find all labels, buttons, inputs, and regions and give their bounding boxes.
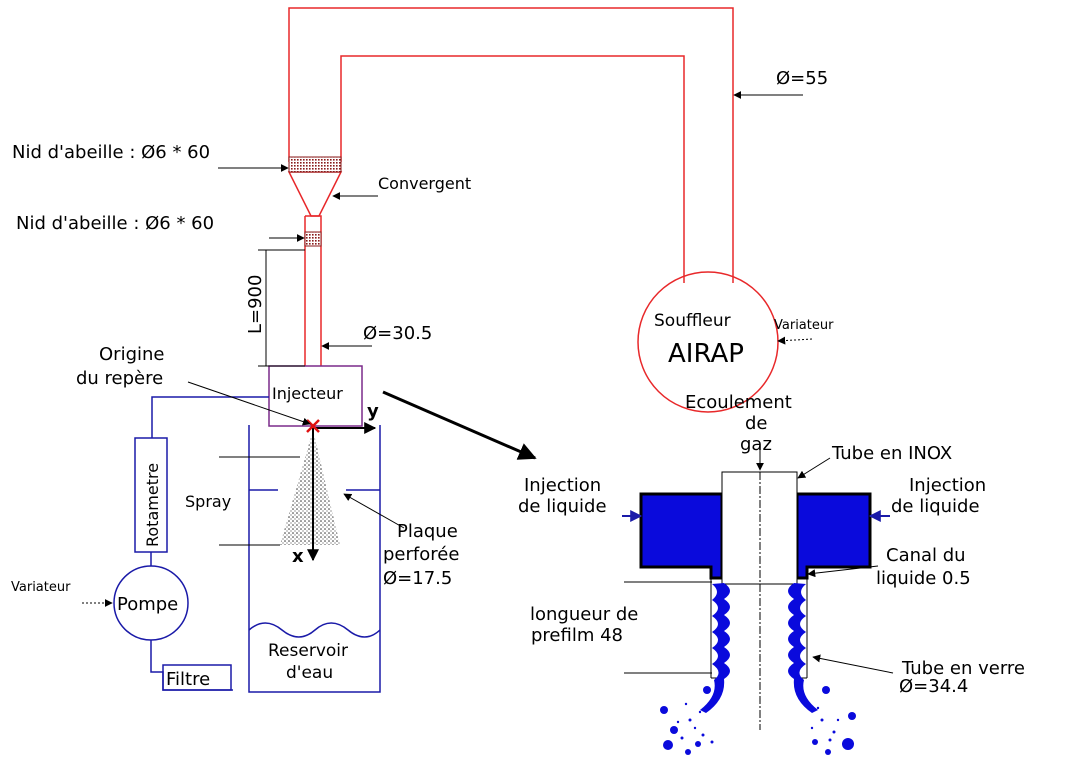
label-diam-55: Ø=55: [776, 68, 828, 89]
label-nid-2: Nid d'abeille : Ø6 * 60: [16, 213, 214, 234]
honeycomb-1: [288, 156, 342, 173]
variateur-souffleur-arrow: [777, 336, 813, 345]
water-line-top: [151, 396, 269, 438]
label-injection-right-2: de liquide: [891, 496, 980, 517]
detail-view: [622, 445, 894, 755]
label-tube-inox: Tube en INOX: [831, 443, 952, 464]
air-duct-outer: [288, 7, 734, 283]
injector-box: [268, 365, 363, 427]
zoom-arrow: [382, 390, 537, 460]
label-longueur-1: longueur de: [530, 604, 638, 625]
text-labels: Nid d'abeille : Ø6 * 60 Nid d'abeille : …: [11, 68, 1025, 697]
label-reservoir-2: d'eau: [286, 663, 333, 683]
film-left: [700, 583, 730, 713]
leader-lines: [187, 91, 803, 546]
label-canal-2: liquide 0.5: [876, 568, 971, 589]
label-ecoulement-1: Ecoulement: [685, 392, 792, 413]
label-injection-left-1: Injection: [524, 475, 601, 496]
label-longueur-2: prefilm 48: [531, 625, 623, 646]
label-plaque-2: perforée: [383, 544, 459, 565]
droplets-left: [660, 686, 714, 755]
label-airap: AIRAP: [668, 339, 744, 369]
water-circuit: [113, 396, 381, 693]
spray-cone: [280, 430, 340, 545]
label-origine-2: du repère: [76, 368, 163, 389]
label-length: L=900: [245, 275, 266, 334]
droplets-right: [810, 686, 856, 755]
label-variateur-pompe: Variateur: [11, 580, 71, 595]
label-plaque-1: Plaque: [397, 521, 458, 542]
label-injecteur: Injecteur: [272, 384, 343, 403]
label-nid-1: Nid d'abeille : Ø6 * 60: [12, 142, 210, 163]
film-right: [788, 583, 818, 713]
label-axis-y: y: [367, 401, 379, 422]
reservoir-tank: [248, 425, 381, 693]
label-axis-x: x: [292, 546, 304, 567]
label-rotametre: Rotametre: [143, 463, 162, 547]
label-spray: Spray: [185, 492, 231, 511]
label-origine-1: Origine: [99, 344, 164, 365]
air-duct-inner: [340, 55, 685, 283]
glass-tube: [710, 578, 808, 678]
convergent-cone: [287, 171, 343, 217]
label-diam-305: Ø=30.5: [363, 323, 432, 344]
label-reservoir-1: Reservoir: [268, 641, 348, 661]
label-filtre: Filtre: [166, 669, 210, 690]
label-convergent: Convergent: [378, 174, 471, 193]
liquid-chamber-left: [639, 492, 724, 580]
label-canal-1: Canal du: [886, 545, 966, 566]
label-ecoulement-2: de: [745, 413, 768, 434]
liquid-chamber-right: [795, 492, 872, 580]
label-injection-right-1: Injection: [909, 475, 986, 496]
label-pompe: Pompe: [117, 594, 178, 615]
label-tube-verre-1: Tube en verre: [901, 658, 1025, 679]
label-injection-left-2: de liquide: [518, 496, 607, 517]
label-ecoulement-3: gaz: [740, 434, 772, 455]
label-plaque-3: Ø=17.5: [383, 568, 452, 589]
label-variateur-souffleur: Variateur: [774, 318, 834, 333]
filtre-box: [162, 664, 232, 691]
honeycomb-2: [304, 231, 322, 247]
water-surface: [248, 622, 381, 638]
label-tube-verre-2: Ø=34.4: [899, 676, 968, 697]
label-souffleur: Souffleur: [654, 311, 731, 331]
